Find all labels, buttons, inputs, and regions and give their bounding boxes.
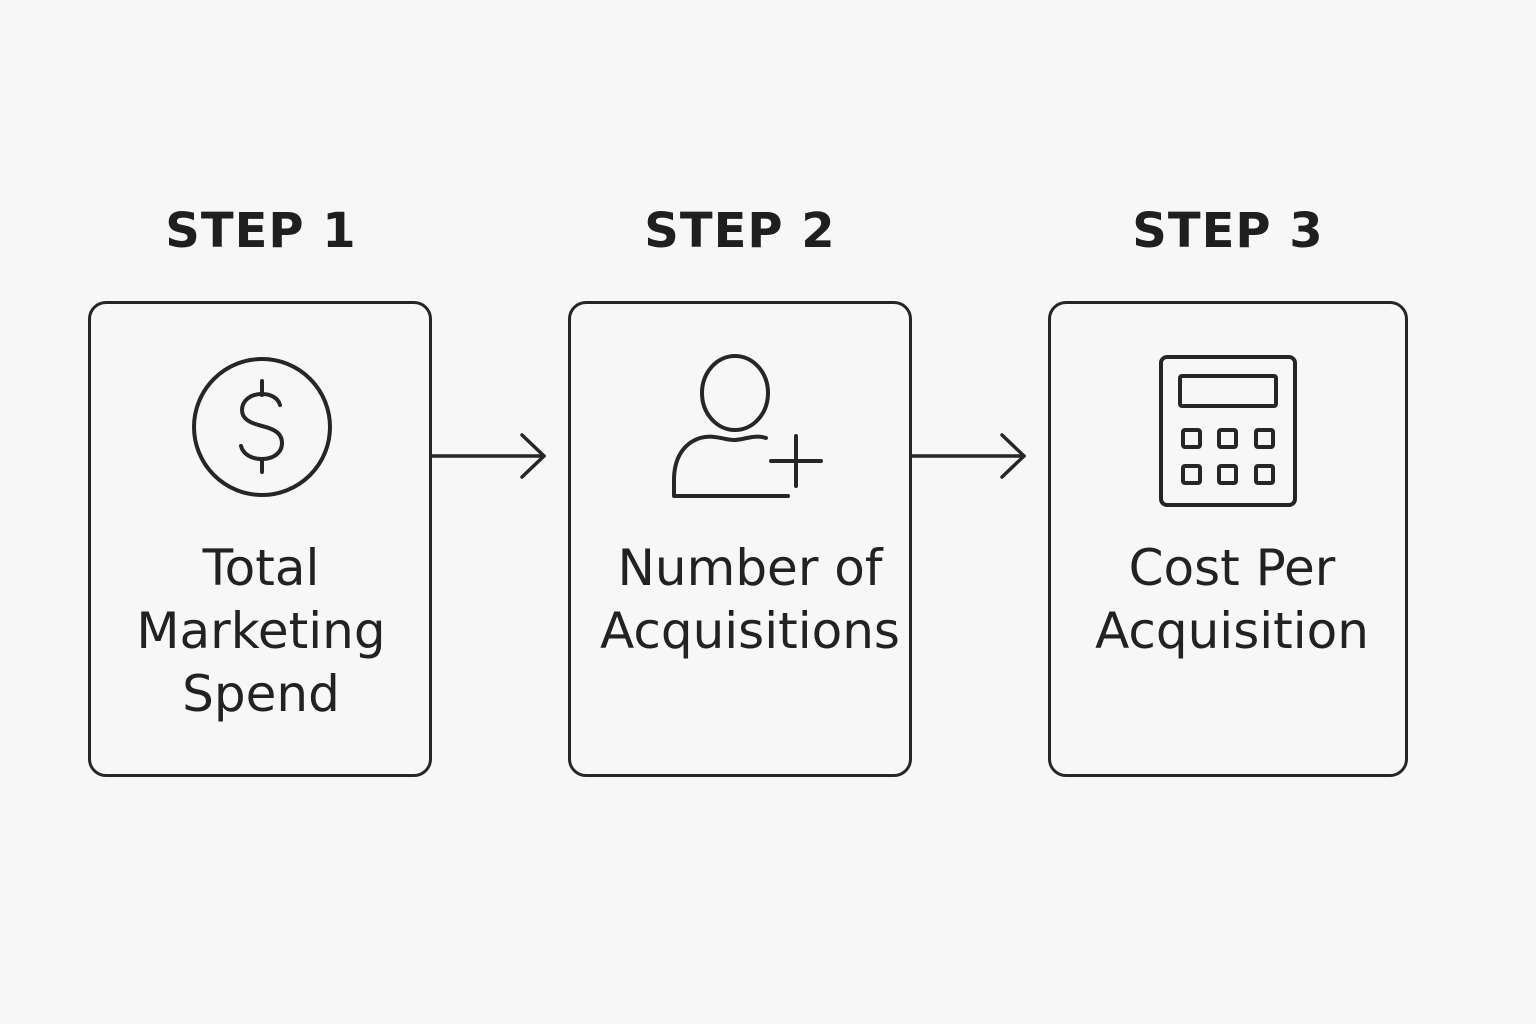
- step-2-label: Number of Acquisitions: [578, 537, 922, 663]
- step-2-title: STEP 2: [644, 203, 836, 259]
- step-3-label: Cost Per Acquisition: [1052, 537, 1412, 663]
- step-2-label-line-1: Number of: [617, 539, 883, 597]
- step-1-label-line-2: Marketing: [136, 602, 386, 660]
- step-2-label-line-2: Acquisitions: [600, 602, 900, 660]
- step-3-label-line-1: Cost Per: [1128, 539, 1336, 597]
- dollar-circle-icon: [192, 357, 332, 497]
- step-2-box: [568, 301, 912, 777]
- step-1-title: STEP 1: [165, 203, 357, 259]
- add-user-icon: [672, 354, 823, 498]
- arrow-right-icon: [912, 433, 1026, 479]
- step-3-box: [1048, 301, 1408, 777]
- step-1-label: Total Marketing Spend: [90, 537, 432, 726]
- step-1-box: [88, 301, 432, 777]
- step-3-label-line-2: Acquisition: [1095, 602, 1369, 660]
- step-3-title: STEP 3: [1132, 203, 1324, 259]
- calculator-icon: [1159, 355, 1297, 507]
- step-1-label-line-3: Spend: [182, 665, 340, 723]
- arrow-right-icon: [432, 433, 546, 479]
- step-1-label-line-1: Total: [202, 539, 320, 597]
